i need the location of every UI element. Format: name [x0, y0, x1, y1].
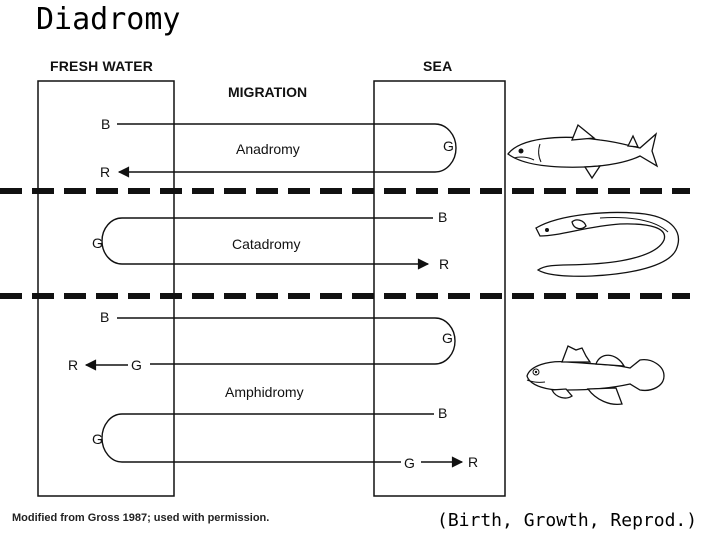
amphidromy-reproduction-fresh-marker: R — [68, 357, 78, 373]
sea-box — [373, 80, 506, 497]
catadromy-reproduction-marker: R — [439, 256, 449, 272]
amphidromy-growth-fresh-bottom-marker: G — [92, 431, 103, 447]
amphidromy-growth-sea-bottom-marker: G — [404, 455, 415, 471]
amphidromy-lower-path — [101, 413, 434, 463]
amphidromy-reproduction-sea-marker: R — [468, 454, 478, 470]
fresh-water-header: FRESH WATER — [50, 58, 153, 74]
anadromy-birth-marker: B — [101, 116, 110, 132]
catadromy-label: Catadromy — [232, 236, 300, 252]
amphidromy-birth-bottom-marker: B — [438, 405, 447, 421]
fresh-water-box — [37, 80, 175, 497]
catadromy-growth-marker: G — [92, 235, 103, 251]
amphidromy-upper-path — [117, 317, 456, 365]
anadromy-growth-marker: G — [443, 138, 454, 154]
slide-title: Diadromy — [36, 2, 181, 37]
sea-header: SEA — [423, 58, 452, 74]
anadromy-path — [117, 123, 457, 178]
amphidromy-birth-top-marker: B — [100, 309, 109, 325]
salmon-icon — [507, 123, 659, 180]
goby-icon — [526, 345, 665, 406]
anadromy-label: Anadromy — [236, 141, 300, 157]
catadromy-birth-marker: B — [438, 209, 447, 225]
migration-header: MIGRATION — [228, 84, 307, 100]
amphidromy-growth-sea-marker: G — [442, 330, 453, 346]
catadromy-path — [101, 217, 433, 270]
source-credit: Modified from Gross 1987; used with perm… — [12, 512, 270, 524]
eel-icon — [535, 211, 680, 277]
anadromy-reproduction-marker: R — [100, 164, 110, 180]
legend-caption: (Birth, Growth, Reprod.) — [437, 510, 698, 531]
amphidromy-label: Amphidromy — [225, 384, 304, 400]
amphidromy-growth-fresh-marker: G — [131, 357, 142, 373]
